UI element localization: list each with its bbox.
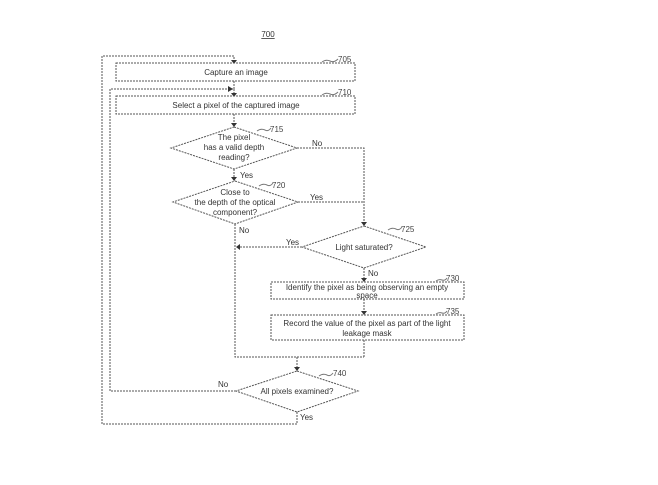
- decision-all-examined: [234, 370, 360, 413]
- figure-number: 700: [261, 30, 275, 39]
- ref-730: 730: [446, 274, 460, 283]
- step-record-value: [270, 314, 465, 341]
- label-close-no: No: [239, 226, 250, 235]
- step-identify-empty-space-line1: Identify the pixel as being observing an…: [286, 283, 448, 292]
- ref-710: 710: [338, 88, 352, 97]
- decision-close-depth-line3: component?: [213, 208, 258, 217]
- label-saturated-no: No: [368, 269, 379, 278]
- label-all-no: No: [218, 380, 229, 389]
- step-select-pixel-text: Select a pixel of the captured image: [172, 101, 300, 110]
- step-capture-image: [115, 62, 356, 82]
- step-capture-image-text: Capture an image: [204, 68, 268, 77]
- loop-no-to-select: [109, 88, 236, 392]
- loop-yes-to-capture: [101, 55, 298, 425]
- label-saturated-yes: Yes: [286, 238, 299, 247]
- ref-735: 735: [446, 307, 460, 316]
- label-close-yes: Yes: [310, 193, 323, 202]
- arrow-head: [361, 278, 367, 282]
- arrow-head: [231, 177, 237, 181]
- decision-light-saturated-text: Light saturated?: [335, 243, 393, 252]
- arrow-head: [361, 222, 367, 226]
- ref-740: 740: [333, 369, 347, 378]
- ref-squiggle: [321, 58, 339, 63]
- decision-valid-depth-line2: has a valid depth: [204, 143, 265, 152]
- step-identify-empty-space: [270, 281, 465, 300]
- ref-squiggle: [387, 226, 403, 231]
- ref-725: 725: [401, 225, 415, 234]
- ref-squiggle: [318, 372, 334, 377]
- ref-720: 720: [272, 181, 286, 190]
- arrow-head: [228, 86, 233, 92]
- decision-valid-depth-line3: reading?: [218, 153, 250, 162]
- arrow-head: [231, 60, 237, 64]
- arrow-head: [236, 244, 240, 250]
- arrow-head: [231, 123, 237, 127]
- ref-squiggle: [435, 277, 448, 282]
- arrow-head: [294, 367, 300, 371]
- ref-705: 705: [338, 55, 352, 64]
- label-valid-yes: Yes: [240, 171, 253, 180]
- ref-squiggle: [435, 310, 448, 315]
- ref-715: 715: [270, 125, 284, 134]
- label-all-yes: Yes: [300, 413, 313, 422]
- edge-close-no: [234, 224, 298, 368]
- decision-all-examined-text: All pixels examined?: [261, 387, 334, 396]
- arrow-head: [231, 93, 237, 97]
- decision-close-depth-line2: the depth of the optical: [195, 198, 276, 207]
- decision-valid-depth-line1: The pixel: [218, 133, 251, 142]
- ref-squiggle: [321, 91, 339, 96]
- step-identify-empty-space-line2: space: [356, 291, 378, 300]
- ref-squiggle: [258, 182, 274, 187]
- ref-squiggle: [256, 127, 272, 132]
- step-record-value-line1: Record the value of the pixel as part of…: [283, 319, 451, 328]
- arrow-head: [361, 311, 367, 315]
- step-select-pixel: [115, 95, 356, 115]
- edge-valid-no: [297, 147, 365, 222]
- step-record-value-line2: leakage mask: [342, 329, 392, 338]
- label-valid-no: No: [312, 139, 323, 148]
- decision-close-depth-line1: Close to: [220, 188, 250, 197]
